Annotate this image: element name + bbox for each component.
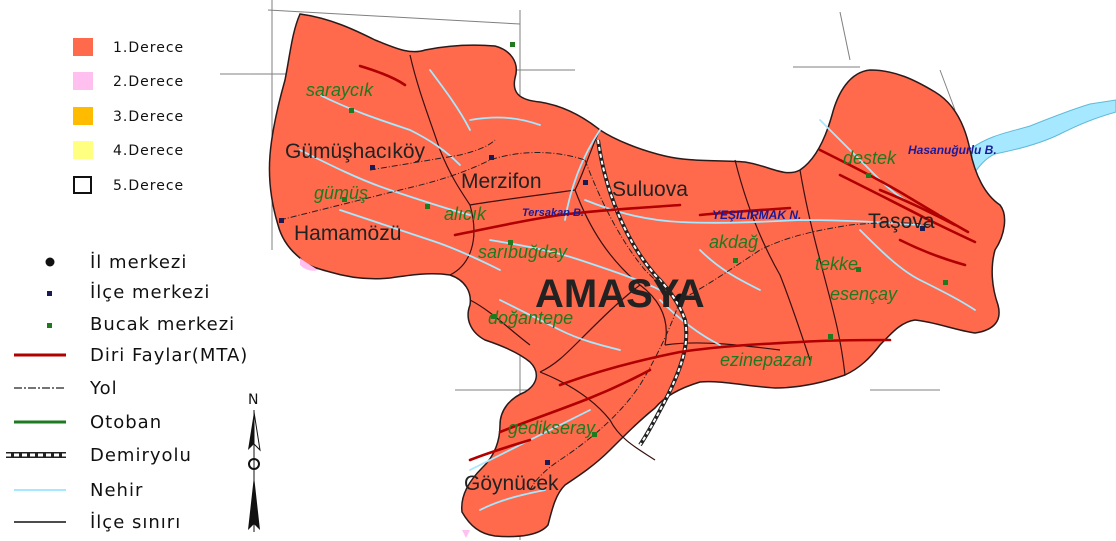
legend-derece2: 2.Derece xyxy=(113,74,184,90)
derece2-patch xyxy=(300,258,318,271)
label-gedikseray: gedikseray xyxy=(508,418,596,438)
label-saraycik: saraycık xyxy=(306,80,374,100)
legend-derece4: 4.Derece xyxy=(113,143,184,159)
label-tekke: tekke xyxy=(815,254,858,274)
label-alicik: alıcık xyxy=(444,204,487,224)
label-hasanugurlu: Hasanuğurlu B. xyxy=(908,143,997,157)
legend-degrees: 1.Derece 2.Derece 3.Derece 4.Derece 5.De… xyxy=(73,38,184,194)
bucak-centers xyxy=(342,42,948,437)
swatch-derece5 xyxy=(73,176,92,194)
label-goynucek: Göynücek xyxy=(464,472,559,495)
legend-ilce-merkezi: İlçe merkezi xyxy=(90,282,210,303)
swatch-derece2 xyxy=(73,72,93,90)
hasanugurlu-reservoir xyxy=(971,99,1116,178)
swatch-derece4 xyxy=(73,141,93,159)
label-tersakan: Tersakan B. xyxy=(522,207,584,219)
legend-derece1: 1.Derece xyxy=(113,40,184,56)
label-province-amasya: AMASYA xyxy=(535,272,705,316)
legend-bucak-merkezi: Bucak merkezi xyxy=(90,314,235,335)
label-sarubugday: sarıbuğday xyxy=(478,242,568,262)
active-faults xyxy=(358,64,977,462)
label-esencay: esençay xyxy=(830,284,898,304)
legend-diri-faylar: Diri Faylar(MTA) xyxy=(90,345,248,366)
label-merzifon: Merzifon xyxy=(461,170,542,193)
label-destek: destek xyxy=(843,148,897,168)
label-tasova: Taşova xyxy=(868,210,935,233)
legend-il-merkezi: İl merkezi xyxy=(90,252,187,273)
swatch-derece1 xyxy=(73,38,93,56)
symbol-il-merkezi xyxy=(45,257,55,267)
label-akdag: akdağ xyxy=(709,232,758,252)
label-ezinepazari: ezinepazarı xyxy=(720,350,813,370)
legend-symbols: İl merkezi İlçe merkezi Bucak merkezi Di… xyxy=(6,252,248,533)
label-gumus: gümüş xyxy=(314,183,368,203)
legend-otoban: Otoban xyxy=(90,412,162,433)
label-gumushacikoy: Gümüşhacıköy xyxy=(285,140,426,163)
symbol-bucak-merkezi xyxy=(47,323,52,328)
legend-yol: Yol xyxy=(89,378,118,399)
map-labels: Gümüşhacıköy Merzifon Suluova Hamamözü T… xyxy=(285,80,997,495)
label-yesilirmak: YEŞILIRMAK N. xyxy=(712,208,801,222)
label-dogantepe: doğantepe xyxy=(488,308,573,328)
north-arrow-icon: N xyxy=(248,392,261,532)
symbol-ilce-merkezi xyxy=(47,291,52,296)
amasya-province-area xyxy=(268,13,1006,538)
legend-demiryolu: Demiryolu xyxy=(90,445,192,466)
north-label: N xyxy=(248,392,258,408)
legend-ilce-siniri: İlçe sınırı xyxy=(90,512,181,533)
legend-nehir: Nehir xyxy=(90,480,143,501)
province-center-dot xyxy=(675,293,685,303)
railway xyxy=(596,139,689,447)
label-suluova: Suluova xyxy=(612,178,688,201)
derece2-patch-south xyxy=(462,530,470,538)
legend-derece5: 5.Derece xyxy=(113,178,184,194)
district-centers xyxy=(279,155,925,465)
label-hamamozu: Hamamözü xyxy=(294,222,401,245)
legend-derece3: 3.Derece xyxy=(113,109,184,125)
swatch-derece3 xyxy=(73,107,93,125)
